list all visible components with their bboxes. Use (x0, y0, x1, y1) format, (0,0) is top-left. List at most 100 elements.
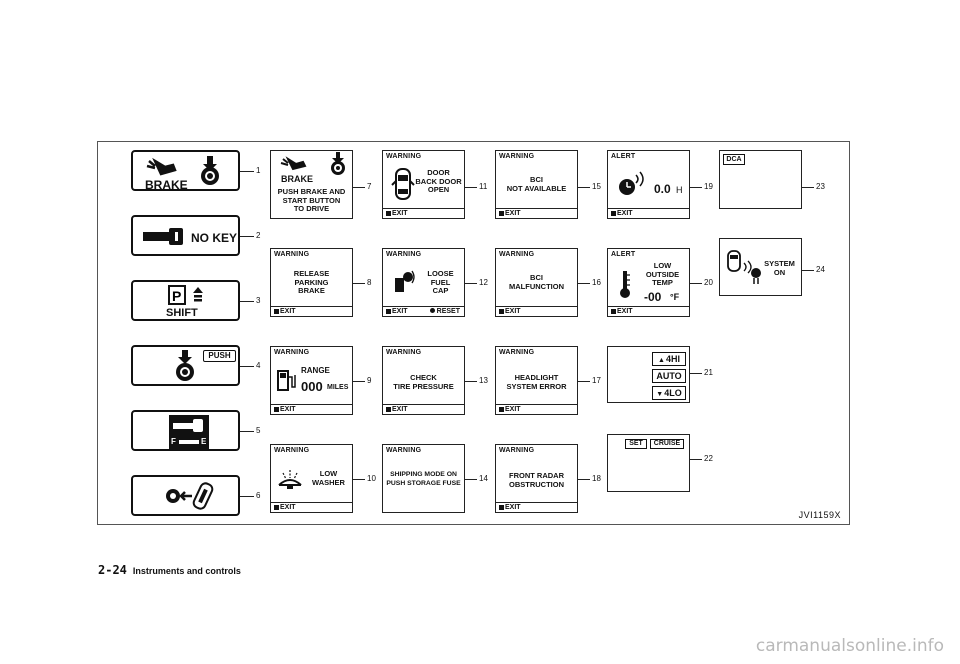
car-top-view-icon (391, 168, 415, 200)
indicator-2-no-key: NO KEY (131, 215, 240, 256)
message-text: DOOR BACK DOOR OPEN (415, 168, 462, 194)
4lo-indicator: ▼4LO (652, 386, 686, 400)
range-value: 000 (301, 379, 323, 394)
exit-bar: EXIT (383, 404, 464, 414)
display-9: WARNING RANGE 000 MILES EXIT (270, 346, 353, 415)
exit-label: EXIT (392, 308, 408, 315)
fuel-e-label: E (201, 437, 207, 446)
exit-bar: EXIT (496, 208, 577, 218)
page-number: 2-24 (98, 563, 127, 577)
callout-line-15 (578, 187, 590, 188)
reset-label: RESET (436, 308, 460, 315)
display-12: WARNING LOOSE FUEL CAP EXIT RESET (382, 248, 465, 317)
exit-bar: EXIT (496, 502, 577, 512)
message-text: FRONT RADAR OBSTRUCTION (509, 471, 564, 489)
fuel-pump-icon (277, 370, 296, 391)
callout-line-5 (240, 431, 254, 432)
display-23-dca: DCA (719, 150, 802, 209)
auto-indicator: AUTO (652, 369, 686, 383)
exit-label: EXIT (280, 406, 296, 413)
message-text: LOW OUTSIDE TEMP (645, 261, 680, 287)
radar-icon (619, 171, 644, 195)
callout-line-2 (240, 236, 254, 237)
display-19: ALERT 0.0 H EXIT (607, 150, 690, 219)
message-text: CHECK TIRE PRESSURE (393, 373, 454, 391)
callout-line-17 (578, 381, 590, 382)
display-10: WARNING LOW WASHER EXIT (270, 444, 353, 513)
exit-bar: EXIT (608, 306, 689, 316)
parking-p-icon: P (168, 285, 203, 305)
callout-21: 21 (704, 368, 713, 377)
message-text: HEADLIGHT SYSTEM ERROR (506, 373, 567, 391)
exit-label: EXIT (505, 406, 521, 413)
display-7: BRAKE PUSH BRAKE AND START BUTTON TO DRI… (270, 150, 353, 219)
exit-label: EXIT (617, 210, 633, 217)
message-text: SHIPPING MODE ON PUSH STORAGE FUSE (386, 471, 461, 487)
header-text: WARNING (499, 447, 535, 454)
display-17: WARNING HEADLIGHT SYSTEM ERROR EXIT (495, 346, 578, 415)
header-text: WARNING (386, 349, 422, 356)
shift-label: SHIFT (166, 307, 198, 319)
callout-20: 20 (704, 278, 713, 287)
callout-17: 17 (592, 376, 601, 385)
callout-5: 5 (256, 426, 261, 435)
exit-label: EXIT (505, 308, 521, 315)
message-text: SYSTEM ON (764, 259, 795, 277)
4hi-indicator: ▲4HI (652, 352, 686, 366)
callout-15: 15 (592, 182, 601, 191)
callout-14: 14 (479, 474, 488, 483)
callout-line-24 (802, 270, 814, 271)
reset-control: RESET (429, 307, 460, 316)
key-battery-icon: F E (169, 415, 209, 449)
display-21-4wd: ▲4HI AUTO ▼4LO (607, 346, 690, 403)
callout-line-18 (578, 479, 590, 480)
brake-label: BRAKE (145, 178, 188, 192)
set-indicator: SET (625, 439, 647, 449)
value-text: -00 (644, 290, 662, 304)
display-8: WARNING RELEASE PARKING BRAKE EXIT (270, 248, 353, 317)
range-unit: MILES (327, 384, 349, 391)
message-text: RELEASE PARKING BRAKE (293, 269, 330, 295)
display-18: WARNING FRONT RADAR OBSTRUCTION EXIT (495, 444, 578, 513)
exit-bar: EXIT RESET (383, 306, 464, 316)
fuel-f-label: F (171, 437, 176, 446)
header-text: WARNING (499, 153, 535, 160)
callout-3: 3 (256, 296, 261, 305)
4hi-label: 4HI (665, 354, 680, 364)
key-fob-icon (166, 482, 214, 510)
callout-line-19 (690, 187, 702, 188)
callout-line-13 (465, 381, 477, 382)
exit-label: EXIT (392, 406, 408, 413)
exit-label: EXIT (280, 308, 296, 315)
thermometer-icon (620, 271, 630, 298)
callout-line-21 (690, 373, 702, 374)
header-text: WARNING (386, 251, 422, 258)
callout-10: 10 (367, 474, 376, 483)
callout-22: 22 (704, 454, 713, 463)
callout-19: 19 (704, 182, 713, 191)
windshield-washer-icon (278, 470, 302, 489)
display-16: WARNING BCI MALFUNCTION EXIT (495, 248, 578, 317)
indicator-1-brake: BRAKE (131, 150, 240, 192)
callout-7: 7 (367, 182, 372, 191)
callout-line-6 (240, 496, 254, 497)
section-title: Instruments and controls (132, 566, 241, 576)
header-text: ALERT (611, 153, 636, 160)
callout-line-9 (353, 381, 365, 382)
display-24-system-on: SYSTEM ON (719, 238, 802, 296)
figure-frame: JVI1159X (97, 141, 850, 525)
display-20: ALERT LOW OUTSIDE TEMP -00 °F EXIT (607, 248, 690, 317)
exit-bar: EXIT (271, 404, 352, 414)
message-text: LOOSE FUEL CAP (427, 269, 454, 295)
exit-bar: EXIT (496, 404, 577, 414)
callout-line-3 (240, 301, 254, 302)
display-22-cruise: SET CRUISE (607, 434, 690, 492)
key-icon (143, 228, 183, 245)
callout-16: 16 (592, 278, 601, 287)
header-text: WARNING (274, 251, 310, 258)
fuel-cap-icon (395, 270, 415, 292)
foot-on-brake-icon (146, 156, 219, 185)
header-text: WARNING (499, 251, 535, 258)
indicator-3-shift: P SHIFT (131, 280, 240, 321)
figure-caption: JVI1159X (798, 510, 841, 520)
